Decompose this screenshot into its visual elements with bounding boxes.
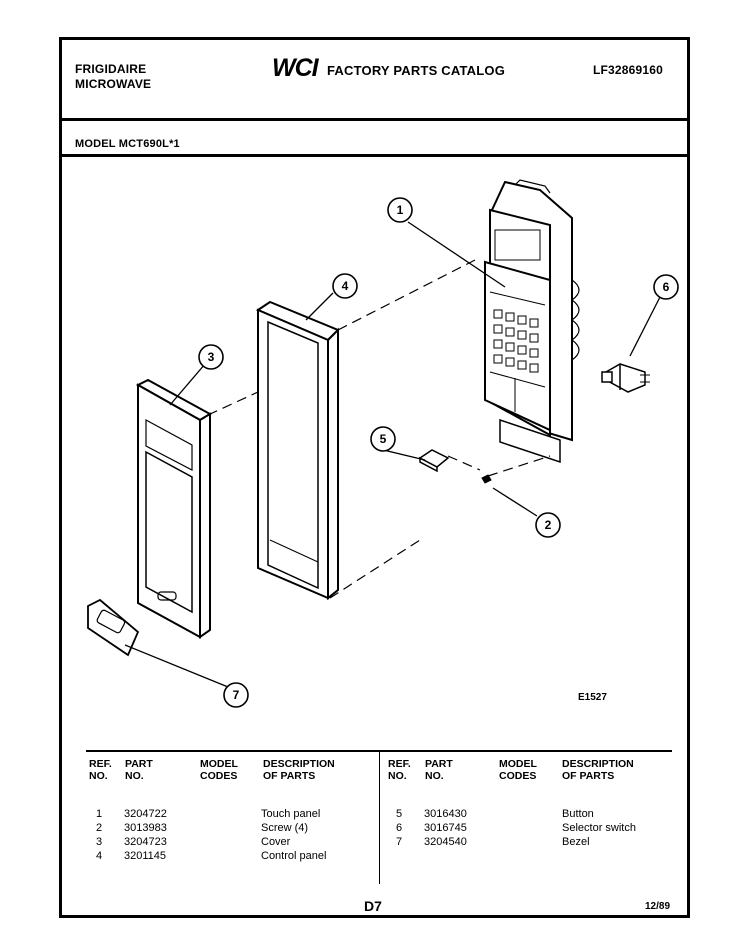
callout-circle <box>535 512 561 538</box>
callout-circle <box>370 426 396 452</box>
product-type: MICROWAVE <box>75 77 152 91</box>
logo-text: WCI <box>272 55 320 81</box>
callout-1-label: 1 <box>397 203 404 217</box>
button-drawing <box>418 449 450 473</box>
model-number: MODEL MCT690L*1 <box>75 138 180 150</box>
cover-drawing <box>135 378 213 639</box>
bezel-drawing <box>87 598 140 657</box>
figure-code: E1527 <box>578 692 607 703</box>
catalog-number: LF32869160 <box>593 63 664 77</box>
control-panel-frame-drawing <box>255 300 340 601</box>
callout-7-label: 7 <box>233 688 240 702</box>
callout-2-label: 2 <box>545 518 552 532</box>
callout-circle <box>653 274 679 300</box>
table-divider <box>379 750 380 884</box>
brand-name: FRIGIDAIRE <box>75 62 147 76</box>
model-rule <box>62 154 688 157</box>
callout-3-label: 3 <box>208 350 215 364</box>
callout-4-label: 4 <box>342 279 349 293</box>
callout-circle <box>332 273 358 299</box>
exploded-parts-diagram: 1 2 3 4 5 6 7 <box>87 179 679 708</box>
header-rule <box>62 118 688 121</box>
callout-circle <box>198 344 224 370</box>
callout-circle <box>223 682 249 708</box>
callout-5-label: 5 <box>380 432 387 446</box>
page-frame <box>59 37 690 918</box>
touch-panel-drawing <box>484 179 580 464</box>
revision-date: 12/89 <box>645 901 671 912</box>
screw-drawing <box>481 474 492 484</box>
callout-6-label: 6 <box>663 280 670 294</box>
wci-logo: WCI <box>272 55 321 81</box>
header-ref-right: REF.NO. <box>388 758 411 782</box>
page-id: D7 <box>364 898 382 914</box>
callout-circle <box>387 197 413 223</box>
catalog-title: FACTORY PARTS CATALOG <box>327 63 506 78</box>
header-ref: REF.NO. <box>89 758 112 782</box>
selector-switch-drawing <box>601 363 650 393</box>
brand-block: FRIGIDAIRE MICROWAVE <box>75 62 151 92</box>
